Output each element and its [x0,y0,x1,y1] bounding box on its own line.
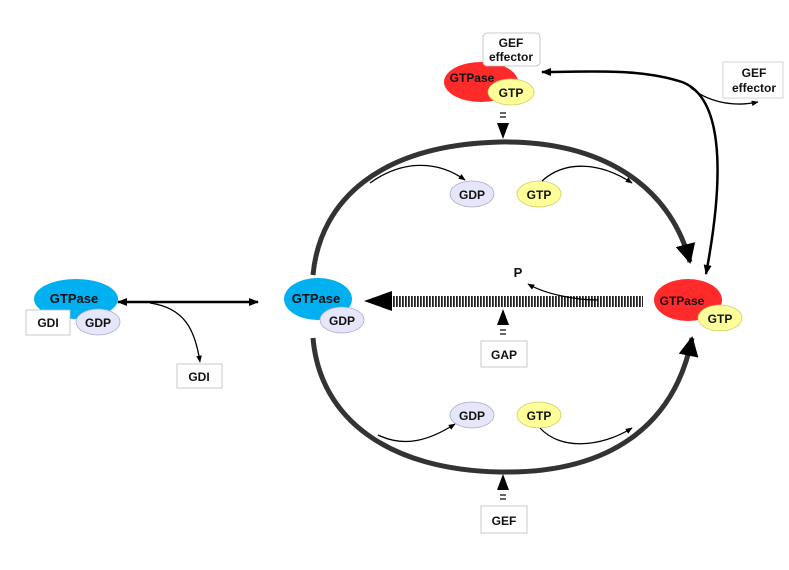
active-gtpase: GTPase GTP [654,279,743,332]
gtp-ball-active [697,304,743,332]
released-gdi-label: GDI [188,370,209,384]
active-gtpase-label: GTPase [660,294,705,308]
lower-gtp-binding-arrow [539,427,633,445]
gef-effector-box-top [482,32,541,67]
hydrolysis-hatched-bar [390,296,643,307]
gtp-label-active: GTP [708,312,733,326]
upper-gtp-label: GTP [527,188,552,202]
released-effector-box [722,61,784,99]
effector-complex: GTPase GEF effector GTP [444,32,541,139]
gdi-release-arrow [149,302,202,363]
lower-gtp-label: GTP [527,409,552,423]
gef-arrowhead [497,474,509,490]
gdi-label-left: GDI [37,316,58,330]
lower-gdp-ball [449,401,495,429]
released-effector: GEF effector [722,61,784,99]
gap-box [480,340,528,368]
gef-label: GEF [492,514,517,528]
phosphate-label: P [514,265,523,280]
upper-gdp-label: GDP [459,188,485,202]
gdp-label-inactive: GDP [329,314,355,328]
lower-gdp-label: GDP [459,409,485,423]
gap-regulator: GAP [480,309,528,368]
effector-gtpase-label: GTPase [450,71,495,85]
gef-regulator: GEF [480,474,528,534]
hydrolysis: P [364,265,643,311]
upper-pathway: GDP GTP [369,164,633,208]
upper-gdp-release-arrow [369,164,466,184]
lower-cycle-arc [310,336,699,475]
effector-box-line2: effector [489,50,533,64]
released-effector-line2: effector [732,81,776,95]
gdi-complex: GTPase GDI GDP [25,279,121,336]
gef-box [480,505,528,534]
effector-release-arrow [689,86,759,107]
gdp-ball-inactive [319,306,365,334]
gtpase-label-left: GTPase [50,291,98,306]
lower-gdp-release-arrow [377,423,456,443]
effector-arrowhead [497,123,509,139]
phosphate-release-arrow [527,283,599,301]
gdi-box-left [25,309,71,336]
lower-gtp-ball [516,401,562,429]
effector-binding-arrow [541,67,719,275]
gtp-ball-effector [487,78,535,106]
effector-arrows [541,67,759,275]
upper-gdp-ball [449,180,495,208]
released-gdi-box [176,363,223,389]
gap-label: GAP [491,348,517,362]
released-effector-line1: GEF [742,66,767,80]
gdi-exchange [117,298,259,363]
hydrolysis-arrowhead [364,291,392,311]
effector-box-line1: GEF [499,36,524,50]
upper-cycle-arc [310,139,696,276]
gdp-label-left: GDP [85,316,111,330]
gap-arrowhead [497,309,509,325]
lower-pathway: GDP GTP [377,401,633,445]
gdp-ball-left [75,308,121,336]
inactive-gtpase: GTPase GDP [284,278,365,334]
released-gdi: GDI [176,363,223,389]
gtp-label-effector: GTP [499,86,524,100]
inactive-gtpase-label: GTPase [292,291,340,306]
